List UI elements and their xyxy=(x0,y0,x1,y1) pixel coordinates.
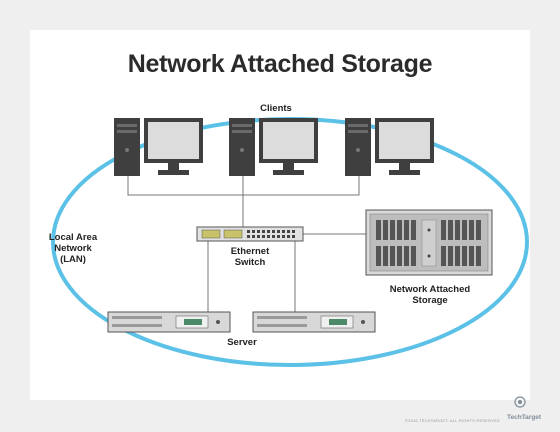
nas-label: Network Attached Storage xyxy=(389,284,471,306)
connection-lines xyxy=(127,176,368,314)
server-icon xyxy=(107,311,231,333)
server-label: Server xyxy=(227,337,257,348)
ethernet-switch-icon xyxy=(196,226,304,242)
copyright-text: ©2016 TECHTARGET. ALL RIGHTS RESERVED xyxy=(405,418,500,423)
nas-storage-icon xyxy=(365,209,493,276)
clients-label: Clients xyxy=(260,103,292,114)
diagram-title: Network Attached Storage xyxy=(127,50,433,78)
client-computer-icon xyxy=(114,118,203,176)
brand-name: TechTarget xyxy=(507,414,542,421)
client-computer-icon xyxy=(229,118,318,176)
ethernet-switch-label: Ethernet Switch xyxy=(230,246,270,268)
server-icon xyxy=(252,311,376,333)
client-computer-icon xyxy=(345,118,434,176)
lan-label: Local Area Network (LAN) xyxy=(48,232,98,265)
techtarget-logo-icon xyxy=(514,396,526,408)
